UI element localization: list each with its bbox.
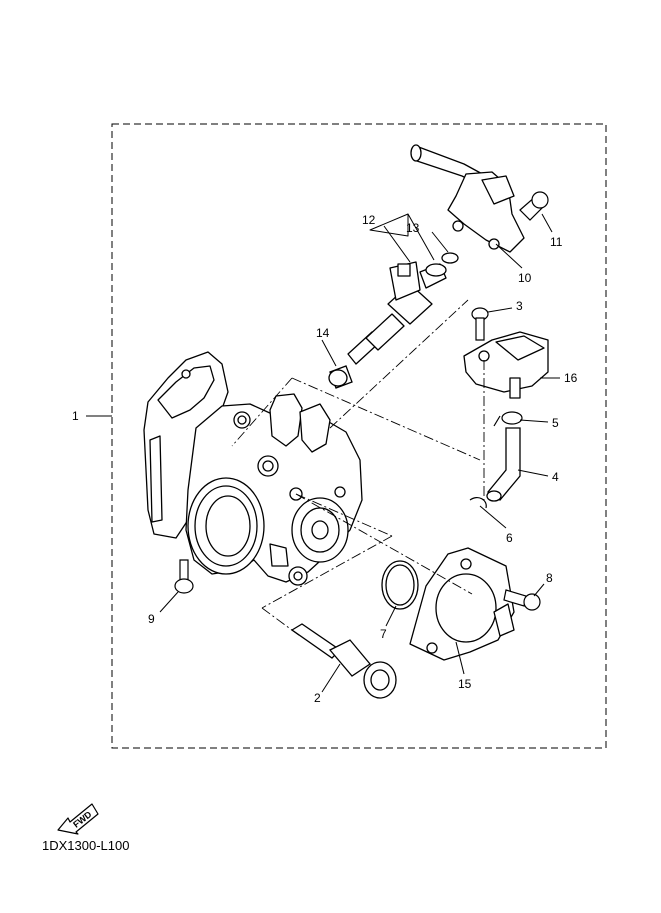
seal-14 [328,365,353,389]
bolt-9 [174,559,194,594]
callout-6: 6 [506,531,513,545]
alignment-lines [231,299,485,637]
o-ring-13 [441,252,459,264]
clip-5 [493,411,523,427]
hose-4 [486,427,521,502]
callout-11: 11 [550,235,563,249]
callout-12: 12 [362,213,376,227]
callout-3: 3 [516,299,523,313]
leader-lines [86,213,560,693]
fwd-arrow-icon: FWD [57,803,99,835]
callout-16: 16 [564,371,578,385]
callout-10: 10 [518,271,532,285]
callout-5: 5 [552,416,559,430]
callout-14: 14 [316,326,330,340]
callout-9: 9 [148,612,155,626]
sensor-16 [463,331,549,399]
sensor-15 [409,547,515,661]
delivery-pipe [410,144,525,253]
throttle-body [143,351,363,586]
bolt-11 [519,191,549,221]
screw-2 [290,623,397,699]
part-code: 1DX1300-L100 [42,838,130,853]
o-ring-7 [381,560,419,610]
assembly-boundary [111,123,607,749]
callout-1: 1 [72,409,79,423]
callout-2: 2 [314,691,321,705]
callout-13: 13 [406,221,420,235]
callout-7: 7 [380,627,387,641]
callout-4: 4 [552,470,559,484]
bolt-8 [503,589,541,611]
callout-8: 8 [546,571,553,585]
clamp-6 [469,496,487,509]
fuel-injector [347,261,447,365]
callout-15: 15 [458,677,472,691]
bolt-3 [471,307,489,341]
